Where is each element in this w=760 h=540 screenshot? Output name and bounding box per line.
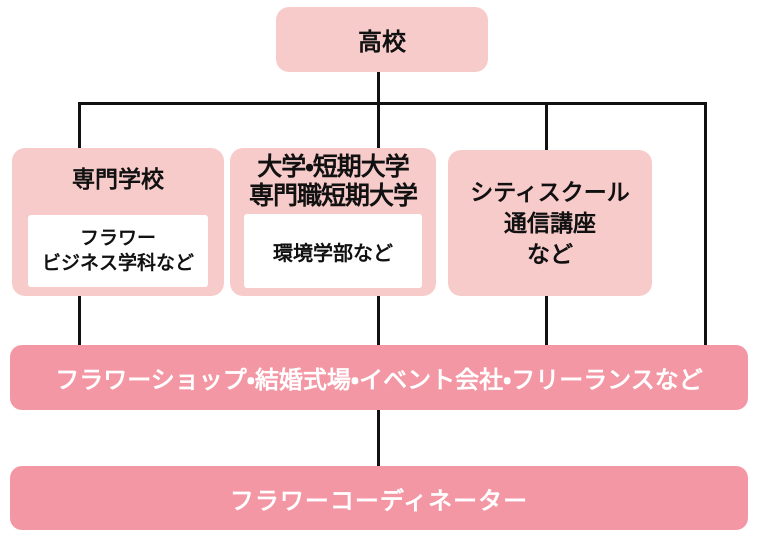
university-detail-box: 環境学部など [244,214,422,288]
university-title-line1: 大学・短期大学 [257,153,410,181]
connector-employment-goal [377,408,380,468]
connector-branch-cityschool [545,102,548,154]
connector-highschool-down [377,72,380,105]
connector-cityschool-down [545,293,548,347]
university-detail: 環境学部など [273,242,393,265]
connector-horizontal-main [78,102,707,105]
goal-node: フラワーコーディネーター [10,466,748,530]
city-school-node: シティスクール 通信講座 など [448,150,652,296]
city-school-line2: 通信講座 [504,209,596,236]
employment-label: フラワーショップ・結婚式場・イベント会社・フリーランスなど [55,367,703,394]
employment-band: フラワーショップ・結婚式場・イベント会社・フリーランスなど [10,345,748,410]
city-school-line1: シティスクール [470,178,630,205]
university-title: 大学・短期大学 専門職短期大学 [230,148,436,211]
vocational-school-title: 専門学校 [72,166,164,192]
connector-branch-university [377,102,380,152]
connector-vocational-down [78,293,81,347]
vocational-detail-line1: フラワー [79,228,156,249]
vocational-detail-line2: ビジネス学科など [41,253,194,274]
connector-direct-right [704,102,707,347]
goal-label: フラワーコーディネーター [229,487,529,515]
high-school-node: 高校 [276,7,488,72]
connector-branch-vocational [78,102,81,152]
university-title-line2: 専門職短期大学 [248,182,418,210]
city-school-line3: など [527,240,573,267]
vocational-school-node: 専門学校 フラワー ビジネス学科など [12,148,224,296]
university-node: 大学・短期大学 専門職短期大学 環境学部など [230,148,436,296]
vocational-detail-box: フラワー ビジネス学科など [28,215,208,287]
high-school-label: 高校 [358,29,406,56]
connector-university-down [377,293,380,347]
